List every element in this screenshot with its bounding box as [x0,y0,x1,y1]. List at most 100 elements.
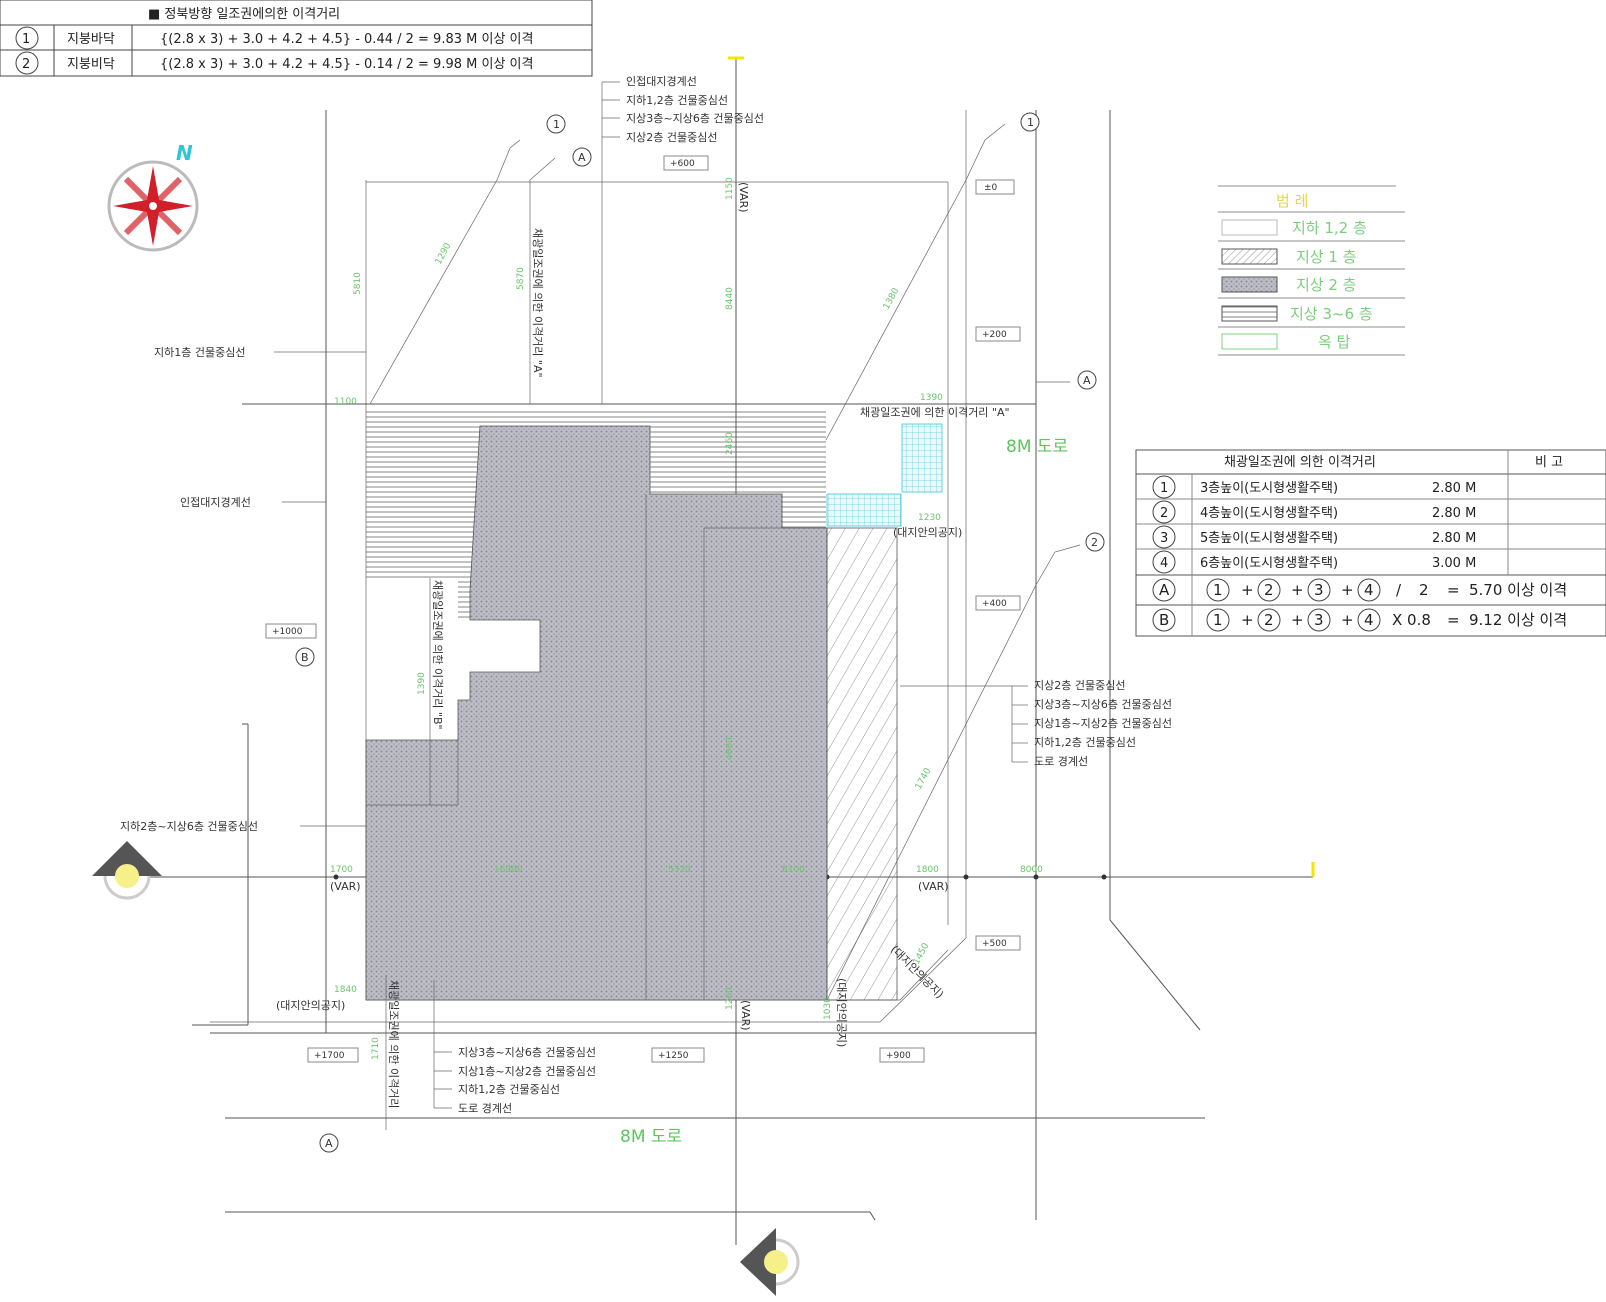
road-lines [210,110,1205,1221]
svg-text:5810: 5810 [353,272,363,295]
legend-label: 지하 1,2 층 [1292,219,1367,237]
svg-text:1800: 1800 [916,865,939,875]
label-var-right: (VAR) [918,880,949,893]
table-header: 채광일조권에 의한 이격거리 [1224,455,1376,470]
formula-term: 1 [1213,581,1223,599]
svg-text:+: + [1291,581,1304,599]
formula-factor: 2 [1419,581,1429,599]
svg-text:=: = [1447,581,1460,599]
label-daylight-dist-vertical: 채광일조권에 의한 이격거리 [387,980,401,1108]
row-value: 2.80 M [1432,506,1476,521]
row-number: 1 [22,32,30,47]
svg-text:+: + [1341,581,1354,599]
section-marker-left-icon [92,841,162,900]
svg-text:1290: 1290 [434,241,454,266]
row-value: 2.80 M [1432,531,1476,546]
label-bot-b12: 지하1,2층 건물중심선 [458,1082,560,1096]
row-number: 1 [1160,481,1168,496]
svg-text:+: + [1341,611,1354,629]
label-var-top: (VAR) [737,182,750,213]
legend-swatch-rooftop [1221,333,1278,350]
stair-landing [826,493,902,527]
svg-text:5320: 5320 [668,865,691,875]
formula-result: 9.12 이상 이격 [1469,611,1567,629]
label-daylight-b-vertical: 채광일조권에 의한 이격거리 "B" [431,580,445,730]
svg-text:1390: 1390 [920,393,943,403]
label-site-boundary-right: (대지안의공지) [893,526,962,539]
label-right-f12: 지상1층~지상2층 건물중심선 [1034,717,1172,730]
svg-text:5870: 5870 [516,267,526,290]
formula-term: 3 [1314,611,1324,629]
label-b2-f6-center: 지하2층~지상6층 건물중심선 [120,819,258,833]
row-value: 2.80 M [1432,481,1476,496]
label-adjacent-boundary-left: 인접대지경계선 [180,496,251,509]
level-tag: +500 [982,939,1007,949]
svg-text:1740: 1740 [914,766,934,791]
formula-op: X 0.8 [1392,611,1431,629]
formula-term: 1 [1213,611,1223,629]
legend-label: 지상 1 층 [1296,248,1356,266]
formula-result: 5.70 이상 이격 [1469,581,1567,599]
label-b1-center: 지하1층 건물중심선 [154,345,245,359]
legend-swatch-floor1 [1221,248,1278,265]
row-label: 5층높이(도시형생활주택) [1200,531,1338,546]
stair-core [901,423,943,493]
svg-text:1840: 1840 [334,985,357,995]
level-tag: +600 [670,159,695,169]
label-daylight-a-vertical: 채광일조권에 의한 이격거리 "A" [531,228,545,378]
row-number: 4 [1160,556,1168,571]
svg-text:1030: 1030 [823,997,833,1020]
label-adjacent-boundary-top: 인접대지경계선 [626,75,697,88]
callout-label: B [301,651,309,664]
callouts: 1 A 1 A 2 B A [295,112,1105,1153]
formula-term: 2 [1264,611,1274,629]
daylight-distance-table: 채광일조권에 의한 이격거리 비 고 1 3층높이(도시형생활주택) 2.80 … [1135,449,1606,637]
svg-text:16900: 16900 [494,865,523,875]
legend-label: 지상 3~6 층 [1290,305,1373,323]
row-label: 지붕바닥 [67,32,115,47]
callout-label: 1 [553,118,560,131]
legend: 범 례 지하 1,2 층 지상 1 층 지상 2 층 지상 3~6 층 옥 탑 [1218,185,1405,356]
north-arrow-icon: N [107,141,199,252]
level-tags: +600 ±0 +200 +400 +1000 +500 +1700 +1250… [265,155,1021,1063]
level-tag: +400 [982,599,1007,609]
north-setback-table: ■ 정북방향 일조권에의한 이격거리 1 지붕바닥 {(2.8 x 3) + 3… [0,0,593,77]
label-var-bottom: (VAR) [739,1000,752,1031]
section-marker-bottom-icon [740,1228,800,1296]
svg-text:1100: 1100 [334,397,357,407]
svg-text:1710: 1710 [371,1037,381,1060]
svg-text:8440: 8440 [725,287,735,310]
svg-text:8000: 8000 [1020,865,1043,875]
svg-text:+: + [1241,581,1254,599]
callout-label: A [578,151,586,164]
label-f2-center-top: 지상2층 건물중심선 [626,131,717,144]
label-site-boundary-bottom: (대지안의공지) [835,978,848,1047]
formula-op: / [1396,581,1402,599]
north-setback-table-title: ■ 정북방향 일조권에의한 이격거리 [148,7,340,22]
svg-text:1380: 1380 [882,286,902,311]
formula-term: 2 [1264,581,1274,599]
label-site-boundary-left: (대지안의공지) [276,999,345,1012]
row-label: 3층높이(도시형생활주택) [1200,481,1338,496]
svg-text:+: + [1291,611,1304,629]
legend-label: 옥 탑 [1318,333,1351,351]
row-value: 3.00 M [1432,556,1476,571]
callout-label: A [325,1137,333,1150]
level-tag: +200 [982,330,1007,340]
legend-swatch-floor3-6 [1221,305,1278,322]
row-label: 4층높이(도시형생활주택) [1200,506,1338,521]
row-formula: {(2.8 x 3) + 3.0 + 4.2 + 4.5} - 0.14 / 2… [160,57,533,72]
legend-title: 범 례 [1276,192,1308,210]
label-bot-f36: 지상3층~지상6층 건물중심선 [458,1046,596,1059]
svg-text:1260: 1260 [725,987,735,1010]
label-bot-road: 도로 경계선 [458,1102,512,1115]
svg-text:4880: 4880 [725,737,735,760]
level-tag: +900 [886,1051,911,1061]
level-tag: +1000 [272,627,303,637]
level-tag: ±0 [984,183,998,193]
formula-term: 4 [1364,581,1374,599]
label-f36-center-top: 지상3층~지상6층 건물중심선 [626,112,764,125]
svg-text:+: + [1241,611,1254,629]
level-tag: +1250 [658,1051,689,1061]
formula-id: A [1159,581,1170,599]
